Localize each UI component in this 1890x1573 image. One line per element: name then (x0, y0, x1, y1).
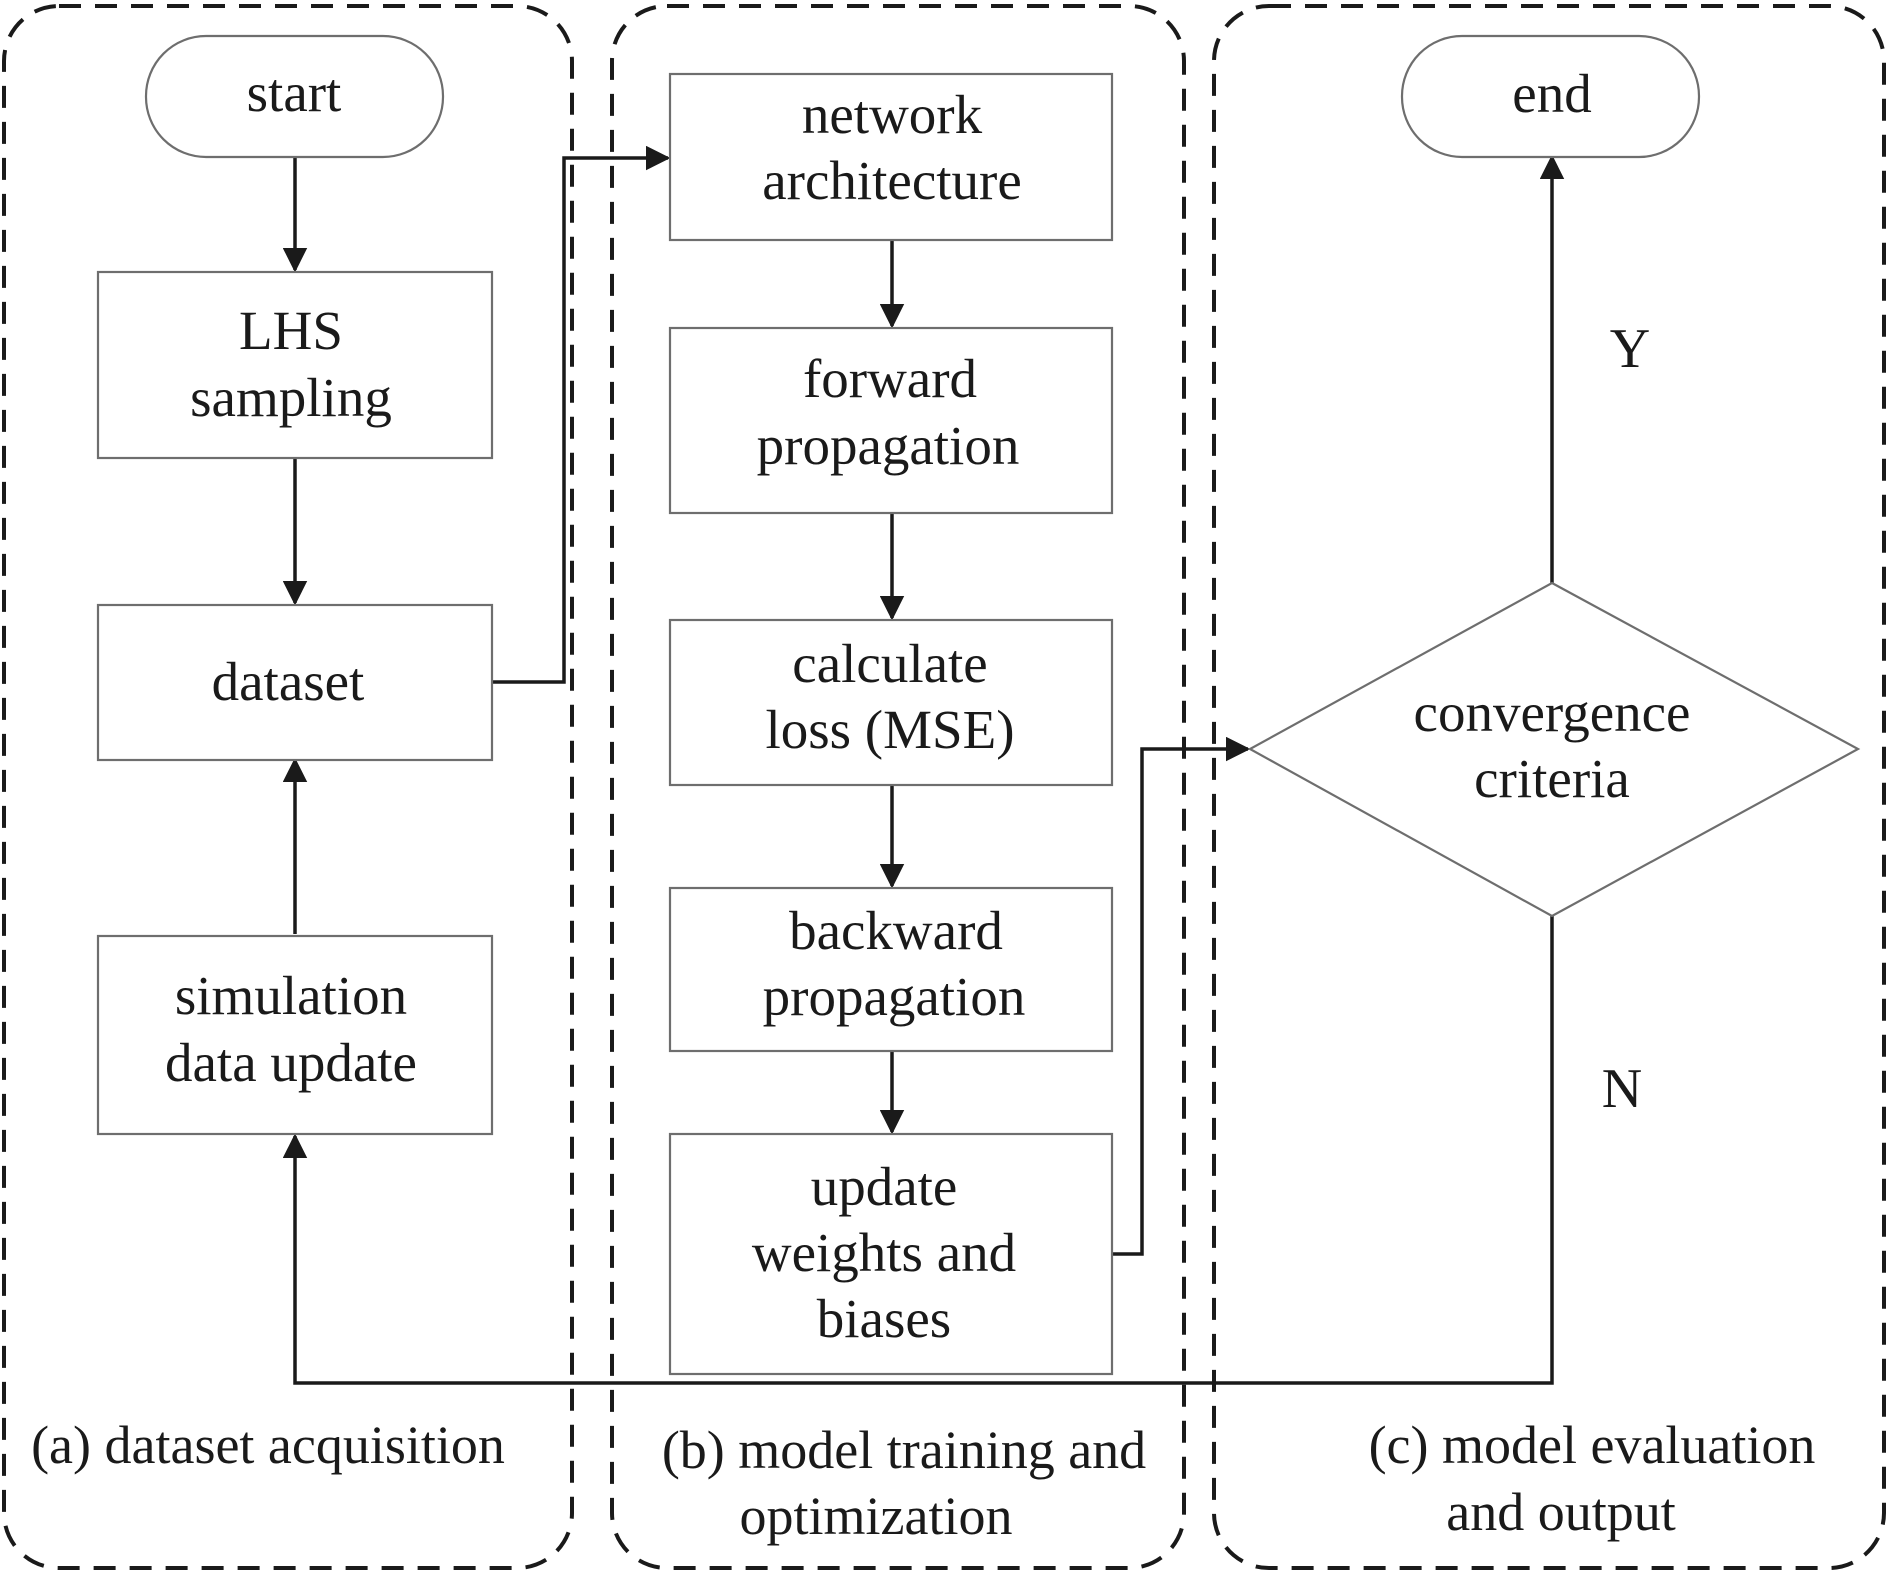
dataset-label: dataset (212, 651, 365, 712)
update-weights-box (668, 1132, 1114, 1376)
lhs-sampling-box (96, 270, 494, 460)
update-label-line2: weights and (752, 1222, 1016, 1283)
convergence-label-line2: criteria (1474, 748, 1630, 809)
panel-c-caption-line2: and output (1446, 1482, 1675, 1542)
panel-b-caption-line2: optimization (740, 1486, 1013, 1546)
loss-label-line1: calculate (792, 633, 987, 694)
end-node (1400, 34, 1701, 159)
backward-propagation-box (668, 886, 1114, 1053)
network-label-line2: architecture (762, 150, 1022, 211)
forward-label-line2: propagation (757, 415, 1020, 476)
edge-dataset-to-network (492, 145, 671, 684)
end-label: end (1512, 63, 1591, 124)
simulation-data-update-box (96, 934, 494, 1136)
start-label: start (247, 62, 342, 123)
calculate-loss-box (668, 618, 1114, 787)
network-label-line1: network (802, 84, 983, 145)
panel-b-caption-line1: (b) model training and (662, 1420, 1146, 1480)
backward-label-line2: propagation (763, 966, 1026, 1027)
dataset-box (96, 603, 494, 762)
edge-label-no: N (1602, 1058, 1642, 1120)
lhs-sampling-label-line2: sampling (190, 367, 392, 428)
update-label-line3: biases (817, 1288, 951, 1349)
update-label-line1: update (811, 1156, 958, 1217)
forward-propagation-box (668, 326, 1114, 515)
forward-label-line1: forward (803, 348, 977, 409)
simulation-label-line2: data update (165, 1032, 417, 1093)
panel-model-evaluation (1212, 4, 1886, 1570)
panel-a-caption: (a) dataset acquisition (31, 1415, 505, 1475)
lhs-sampling-label-line1: LHS (239, 300, 343, 361)
edge-label-yes: Y (1610, 318, 1650, 380)
edge-convergence-to-simulation (282, 916, 1554, 1385)
loss-label-line2: loss (MSE) (765, 699, 1014, 760)
convergence-label-line1: convergence (1414, 682, 1691, 743)
backward-label-line1: backward (789, 900, 1003, 961)
convergence-criteria-diamond (1247, 581, 1861, 918)
panel-dataset-acquisition (2, 4, 574, 1570)
panel-model-training (610, 4, 1186, 1570)
panel-c-caption-line1: (c) model evaluation (1369, 1415, 1816, 1475)
edge-update-to-convergence (1112, 736, 1251, 1256)
start-node (144, 34, 445, 159)
simulation-label-line1: simulation (175, 965, 407, 1026)
network-architecture-box (668, 72, 1114, 242)
